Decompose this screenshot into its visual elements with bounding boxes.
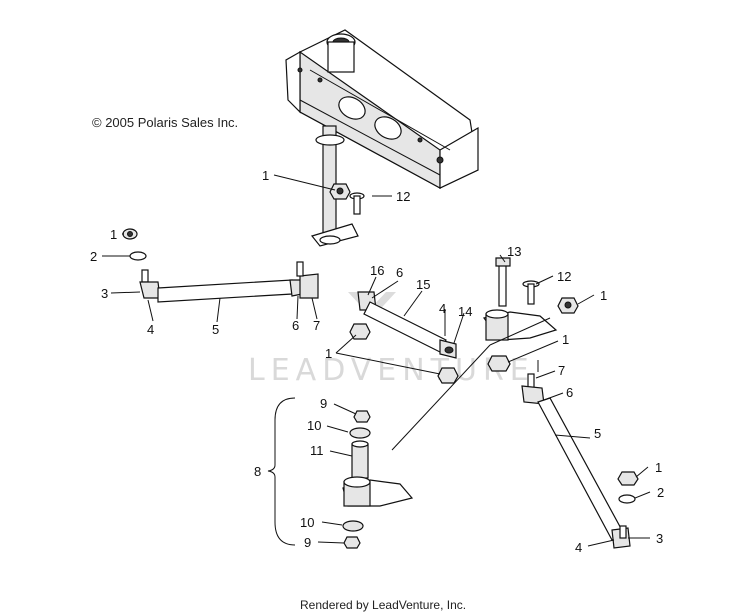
callout-4: 4 <box>575 540 582 555</box>
callout-6: 6 <box>566 385 573 400</box>
callout-1: 1 <box>600 288 607 303</box>
pivot-kit <box>267 397 414 549</box>
callout-7: 7 <box>558 363 565 378</box>
callout-3: 3 <box>656 531 663 546</box>
callout-1: 1 <box>655 460 662 475</box>
nut-center-bottom <box>437 367 459 384</box>
callout-14: 14 <box>458 304 472 319</box>
callout-9: 9 <box>320 396 327 411</box>
nut-top <box>329 183 351 200</box>
copyright-text: © 2005 Polaris Sales Inc. <box>92 115 238 130</box>
frame-housing <box>285 29 479 190</box>
callout-3: 3 <box>101 286 108 301</box>
steering-post <box>310 125 359 247</box>
watermark-text: LEADVENTURE <box>248 353 535 388</box>
callout-1: 1 <box>262 168 269 183</box>
callout-1: 1 <box>562 332 569 347</box>
callout-1: 1 <box>325 346 332 361</box>
callout-2: 2 <box>90 249 97 264</box>
callout-1: 1 <box>110 227 117 242</box>
callout-7: 7 <box>313 318 320 333</box>
bolt-top <box>349 192 365 215</box>
left-tie-rod <box>122 228 319 303</box>
callout-5: 5 <box>594 426 601 441</box>
footer-text: Rendered by LeadVenture, Inc. <box>300 598 466 612</box>
callout-12: 12 <box>396 189 410 204</box>
center-drag-link <box>357 291 457 359</box>
callout-12: 12 <box>557 269 571 284</box>
callout-11: 11 <box>310 443 324 458</box>
callout-4: 4 <box>147 322 154 337</box>
leader-lines <box>102 174 651 547</box>
callout-6: 6 <box>292 318 299 333</box>
callout-5: 5 <box>212 322 219 337</box>
callout-2: 2 <box>657 485 664 500</box>
callout-10: 10 <box>300 515 314 530</box>
callout-10: 10 <box>307 418 321 433</box>
callout-16: 16 <box>370 263 384 278</box>
nut-center-left <box>349 323 371 340</box>
callout-8: 8 <box>254 464 261 479</box>
callout-13: 13 <box>507 244 521 259</box>
callout-15: 15 <box>416 277 430 292</box>
right-tie-rod <box>521 373 639 549</box>
callout-9: 9 <box>304 535 311 550</box>
callout-6: 6 <box>396 265 403 280</box>
callout-4: 4 <box>439 301 446 316</box>
